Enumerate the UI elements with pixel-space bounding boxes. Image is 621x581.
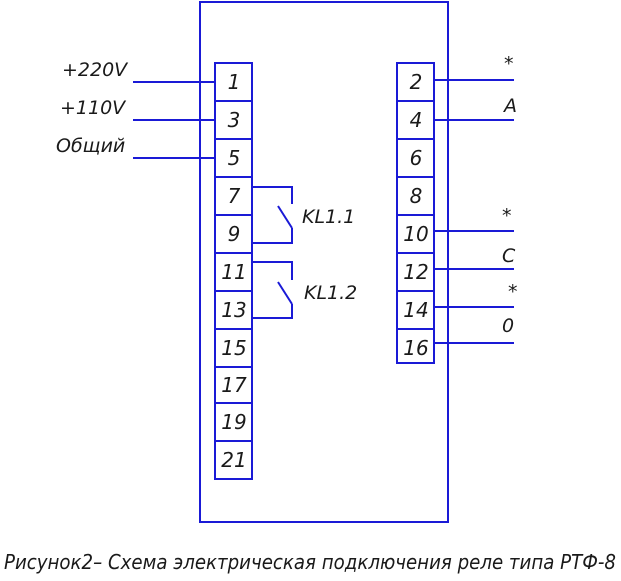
input-label-common: Общий: [56, 135, 125, 157]
output-mark: *: [502, 205, 512, 227]
terminal-number: 15: [221, 336, 246, 360]
terminal-number: 17: [221, 373, 247, 397]
output-mark: *: [508, 281, 518, 303]
terminal-number: 9: [228, 222, 241, 246]
output-wires: [434, 79, 514, 344]
input-label-110v: +110V: [60, 97, 127, 119]
output-label-c: C: [502, 245, 516, 267]
terminal-number: 16: [403, 336, 428, 360]
figure-caption: Рисунок2– Схема электрическая подключени…: [4, 550, 616, 574]
terminal-number: 1: [228, 70, 241, 94]
terminal-number: 4: [410, 108, 423, 132]
right-terminal-block: [396, 62, 435, 364]
relay-housing: [199, 1, 449, 523]
terminal-number: 14: [403, 298, 428, 322]
input-labels: +220V +110V Общий: [56, 59, 129, 157]
left-terminal-numbers: 1 3 5 7 9 11 13 15 17 19 21: [221, 70, 247, 472]
terminal-number: 2: [410, 70, 423, 94]
terminal-number: 3: [228, 108, 241, 132]
left-terminal-block: [214, 62, 253, 480]
terminal-number: 12: [403, 260, 428, 284]
relay-contact-kl12: [252, 261, 293, 319]
right-terminal-numbers: 2 4 6 8 10 12 14 16: [403, 70, 428, 360]
terminal-number: 5: [228, 146, 241, 170]
terminal-number: 8: [410, 184, 423, 208]
input-label-220v: +220V: [62, 59, 129, 81]
relay-label-kl11: KL1.1: [302, 206, 355, 228]
terminal-number: 11: [221, 260, 246, 284]
terminal-number: 13: [221, 298, 246, 322]
relay-label-kl12: KL1.2: [304, 282, 357, 304]
terminal-number: 7: [228, 184, 241, 208]
output-label-a: A: [502, 95, 517, 117]
terminal-number: 10: [403, 222, 428, 246]
output-mark: *: [504, 53, 514, 75]
input-wires: [133, 81, 215, 159]
terminal-number: 6: [410, 146, 423, 170]
relay-contact-kl11: [252, 186, 293, 244]
terminal-number: 21: [221, 448, 246, 472]
terminal-number: 19: [221, 410, 246, 434]
output-label-0: 0: [502, 315, 514, 337]
output-labels: * A * C * 0: [502, 53, 518, 337]
